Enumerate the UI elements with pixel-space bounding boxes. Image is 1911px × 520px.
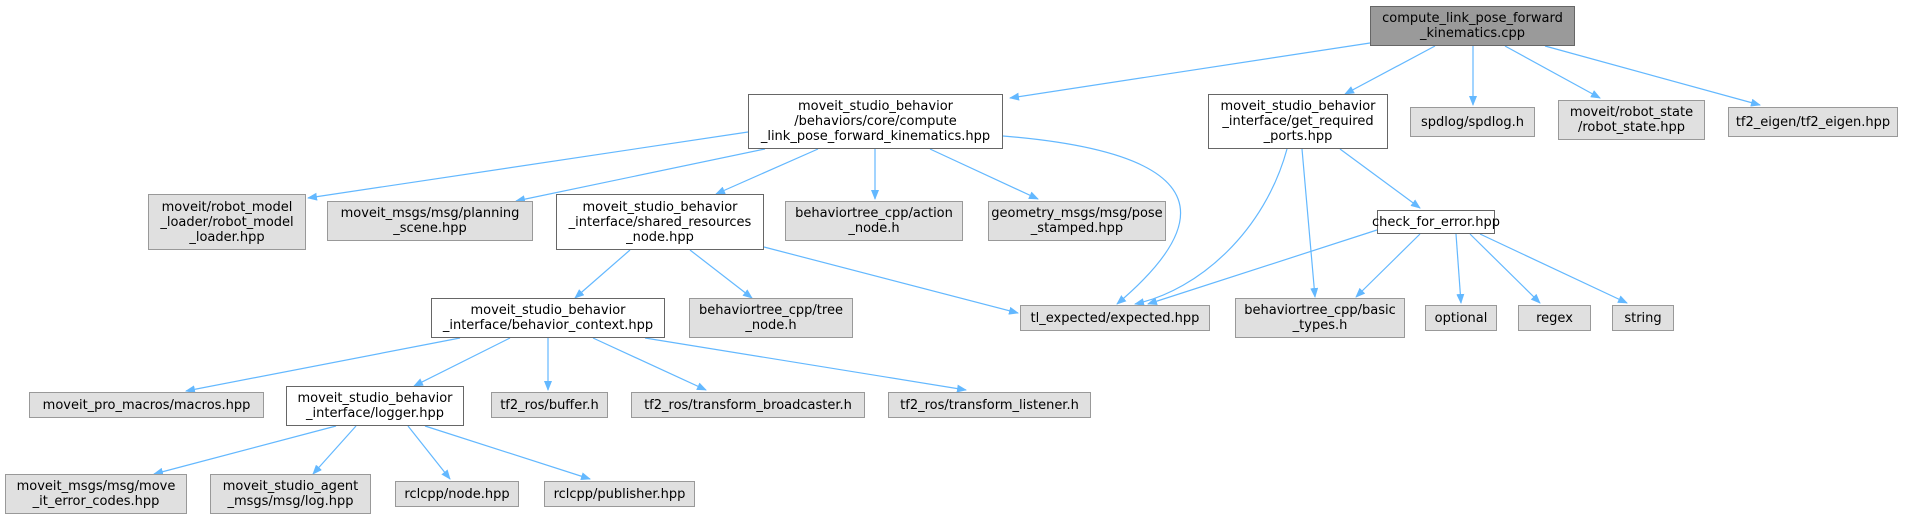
edge-hdr-to-rml xyxy=(307,131,749,201)
node-compute-link-pose-forward-kinematics-cpp[interactable]: compute_link_pose_forward _kinematics.cp… xyxy=(1370,6,1575,46)
node-robot-model-loader-hpp: moveit/robot_model _loader/robot_model _… xyxy=(148,194,306,250)
edge-grp-to-cfe xyxy=(1339,148,1421,209)
node-transform-listener-h: tf2_ros/transform_listener.h xyxy=(888,392,1091,418)
node-shared-resources-node-hpp[interactable]: moveit_studio_behavior _interface/shared… xyxy=(556,194,764,250)
edge-root-to-grp xyxy=(1344,45,1436,95)
node-rclcpp-publisher-hpp: rclcpp/publisher.hpp xyxy=(544,481,695,507)
edge-srn-to-tle xyxy=(763,246,1019,315)
node-check-for-error-hpp[interactable]: check_for_error.hpp xyxy=(1372,210,1500,234)
edge-bctx-to-tbr xyxy=(592,337,707,391)
edge-log-to-rpb xyxy=(424,425,591,481)
edge-grp-to-tle xyxy=(1134,148,1288,307)
node-buffer-h: tf2_ros/buffer.h xyxy=(491,392,608,418)
node-macros-hpp: moveit_pro_macros/macros.hpp xyxy=(29,392,264,418)
edge-srn-to-tree xyxy=(689,249,753,299)
edge-cfe-to-bt xyxy=(1355,233,1421,298)
node-optional: optional xyxy=(1425,305,1497,331)
edge-bctx-to-tli xyxy=(644,337,967,393)
edge-root-to-tfe xyxy=(1544,45,1761,107)
edge-bctx-to-mac xyxy=(185,337,461,394)
node-robot-state-hpp: moveit/robot_state /robot_state.hpp xyxy=(1558,100,1705,140)
node-pose-stamped-hpp: geometry_msgs/msg/pose _stamped.hpp xyxy=(988,201,1166,241)
edge-cfe-to-str xyxy=(1479,233,1628,304)
node-move-it-error-codes-hpp: moveit_msgs/msg/move _it_error_codes.hpp xyxy=(5,474,187,514)
node-transform-broadcaster-h: tf2_ros/transform_broadcaster.h xyxy=(631,392,865,418)
edge-root-to-rst xyxy=(1504,45,1601,99)
node-planning-scene-hpp: moveit_msgs/msg/planning _scene.hpp xyxy=(327,201,533,241)
edge-log-to-rnd xyxy=(407,425,451,480)
node-compute-link-pose-forward-kinematics-hpp[interactable]: moveit_studio_behavior /behaviors/core/c… xyxy=(748,94,1003,149)
edge-srn-to-bctx xyxy=(574,249,631,299)
node-get-required-ports-hpp[interactable]: moveit_studio_behavior _interface/get_re… xyxy=(1208,94,1388,149)
node-logger-hpp[interactable]: moveit_studio_behavior _interface/logger… xyxy=(286,386,464,426)
node-spdlog-h: spdlog/spdlog.h xyxy=(1410,107,1535,137)
edge-cfe-to-rgx xyxy=(1469,233,1541,304)
edge-grp-to-bt xyxy=(1301,148,1319,298)
edge-root-to-hdr xyxy=(1009,42,1371,101)
edge-cfe-to-tle xyxy=(1147,229,1378,306)
node-behavior-context-hpp[interactable]: moveit_studio_behavior _interface/behavi… xyxy=(431,298,665,338)
node-action-node-h: behaviortree_cpp/action _node.h xyxy=(785,201,963,241)
edge-log-to-mec xyxy=(153,425,337,476)
node-basic-types-h: behaviortree_cpp/basic _types.h xyxy=(1235,298,1405,338)
node-string: string xyxy=(1612,305,1674,331)
edge-hdr-to-pst xyxy=(929,148,1039,200)
edge-log-to-lgm xyxy=(312,425,357,475)
node-log-hpp: moveit_studio_agent _msgs/msg/log.hpp xyxy=(210,474,371,514)
edge-cfe-to-opt xyxy=(1455,233,1465,304)
node-rclcpp-node-hpp: rclcpp/node.hpp xyxy=(395,481,519,507)
edge-hdr-to-tle xyxy=(1002,135,1181,305)
node-regex: regex xyxy=(1518,305,1591,331)
node-tf2-eigen-hpp: tf2_eigen/tf2_eigen.hpp xyxy=(1728,107,1898,137)
node-tree-node-h: behaviortree_cpp/tree _node.h xyxy=(689,298,853,338)
node-tl-expected-hpp: tl_expected/expected.hpp xyxy=(1020,305,1210,331)
edge-hdr-to-mps xyxy=(515,148,766,204)
edge-bctx-to-log xyxy=(413,337,511,387)
edge-hdr-to-srn xyxy=(715,148,819,195)
